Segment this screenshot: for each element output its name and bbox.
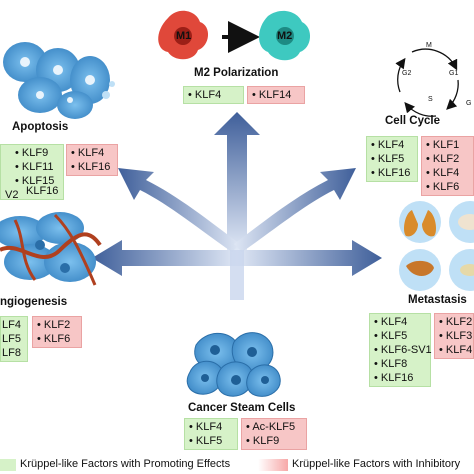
phase-s-label: S: [428, 96, 433, 103]
metastasis-promoting-4: KLF16: [374, 371, 426, 385]
arrow-upper-right: [234, 168, 356, 252]
m2-promoting-box: KLF4: [183, 86, 244, 104]
metastasis-promoting-box: KLF4 KLF5 KLF6-SV1 KLF8 KLF16: [369, 313, 432, 387]
lungs-icon: [404, 210, 436, 237]
m2-polarization-title: M2 Polarization: [194, 67, 279, 79]
cell-cycle-promoting-0: KLF4: [371, 138, 413, 152]
metastasis-organs: [399, 201, 474, 291]
apoptosis-promoting-box: KLF9 KLF11 KLF15 V2: [0, 144, 64, 201]
cancer-stem-promoting-box: KLF4 KLF5: [184, 418, 238, 450]
m2-inhibitory-box: KLF14: [247, 86, 305, 104]
arrow-right: [237, 240, 382, 276]
macrophage-icons: [158, 10, 311, 61]
cell-cycle-promoting-1: KLF5: [371, 152, 413, 166]
m1-label: M1: [176, 30, 192, 42]
phase-g2-label: G2: [402, 70, 412, 77]
liver-icon: [406, 260, 434, 276]
cell-cycle-promoting-2: KLF16: [371, 166, 413, 180]
phase-g1-label: G1: [449, 70, 459, 77]
m2-promoting-0: KLF4: [188, 89, 221, 101]
apoptosis-promoting-3: V2: [5, 189, 19, 201]
cell-cycle-inhibitory-box: KLF1 KLF2 KLF4 KLF6: [421, 136, 474, 196]
phase-m-label: M: [426, 42, 432, 49]
angiogenesis-promoting-box: LF4 LF5 LF8: [0, 316, 28, 362]
apoptosis-title: Apoptosis: [12, 121, 69, 133]
apoptosis-cells: [3, 42, 115, 119]
metastasis-title: Metastasis: [408, 294, 467, 306]
metastasis-inhibitory-1: KLF3: [439, 329, 472, 343]
angiogenesis-cells: [0, 212, 102, 286]
arrow-upper-left: [118, 168, 240, 252]
arrow-up: [214, 112, 260, 250]
cancer-stem-promoting-1: KLF5: [189, 434, 233, 448]
cancer-stem-inhibitory-box: Ac-KLF5 KLF9: [241, 418, 307, 450]
angiogenesis-title: ngiogenesis: [0, 296, 68, 308]
legend-promoting-text: Krüppel-like Factors with Promoting Effe…: [20, 458, 231, 470]
apoptosis-inhibitory-1: KLF16: [71, 160, 113, 174]
apoptosis-promoting-2: KLF15: [15, 174, 59, 188]
legend-promoting-swatch: [0, 459, 16, 471]
cell-cycle-inhibitory-0: KLF1: [426, 138, 469, 152]
angiogenesis-promoting-1: LF5: [2, 333, 21, 345]
cell-cycle-promoting-box: KLF4 KLF5 KLF16: [366, 136, 418, 182]
apoptosis-inhibitory-box: KLF4 KLF16: [66, 144, 118, 176]
cell-cycle-inhibitory-1: KLF2: [426, 152, 469, 166]
cancer-stem-title: Cancer Steam Cells: [188, 402, 296, 414]
angiogenesis-inhibitory-0: KLF2: [37, 318, 77, 332]
metastasis-inhibitory-0: KLF2: [439, 315, 472, 329]
bone-icon: [460, 264, 474, 276]
central-arrows: [92, 112, 382, 300]
cell-cycle-title: Cell Cycle: [385, 115, 440, 127]
legend-inhibitory-swatch: [258, 459, 288, 471]
apoptosis-inhibitory-0: KLF4: [71, 146, 113, 160]
apoptosis-promoting-0: KLF9: [15, 146, 59, 160]
metastasis-promoting-1: KLF5: [374, 329, 426, 343]
angiogenesis-promoting-2: LF8: [2, 347, 21, 359]
m2-label: M2: [277, 30, 293, 42]
cancer-stem-inhibitory-1: KLF9: [246, 434, 302, 448]
cell-cycle-inhibitory-2: KLF4: [426, 166, 469, 180]
cancer-stem-promoting-0: KLF4: [189, 420, 233, 434]
cell-cycle-icon: [395, 48, 459, 117]
angiogenesis-promoting-0: LF4: [2, 319, 21, 331]
angiogenesis-inhibitory-box: KLF2 KLF6: [32, 316, 82, 348]
cell-cycle-inhibitory-3: KLF6: [426, 180, 469, 194]
angiogenesis-inhibitory-1: KLF6: [37, 332, 77, 346]
metastasis-inhibitory-2: KLF4: [439, 343, 472, 357]
legend-inhibitory-text: Krüppel-like Factors with Inhibitory: [292, 458, 461, 470]
cancer-stem-inhibitory-0: Ac-KLF5: [246, 420, 302, 434]
cancer-stem-cells: [186, 332, 281, 397]
metastasis-promoting-0: KLF4: [374, 315, 426, 329]
apoptosis-promoting-1: KLF11: [15, 160, 59, 174]
m2-inhibitory-0: KLF14: [252, 89, 291, 101]
metastasis-promoting-3: KLF8: [374, 357, 426, 371]
metastasis-promoting-2: KLF6-SV1: [374, 343, 432, 357]
brain-icon: [458, 214, 474, 230]
apoptosis-promoting-4: KLF16: [26, 185, 59, 197]
metastasis-inhibitory-box: KLF2 KLF3 KLF4: [434, 313, 474, 359]
phase-g-label: G: [466, 100, 472, 107]
